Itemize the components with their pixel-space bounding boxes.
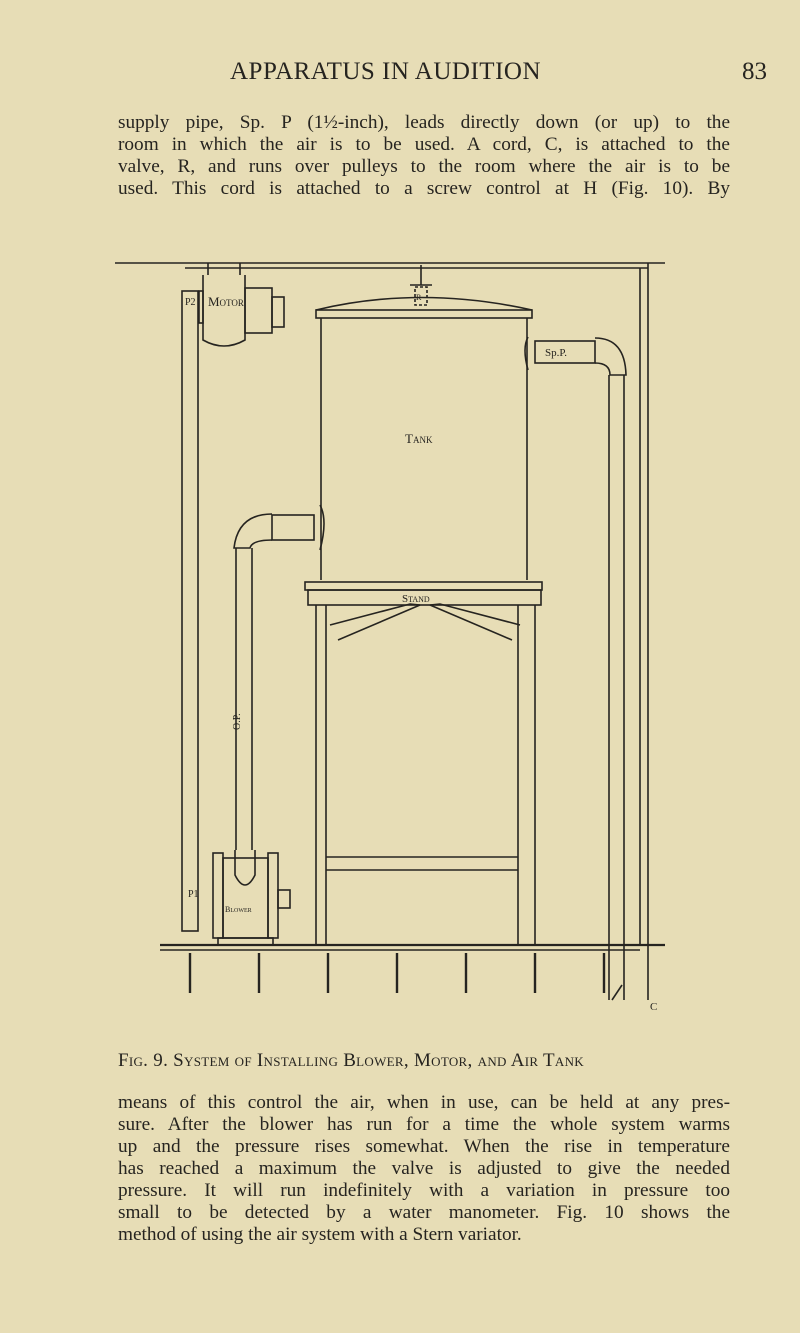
text-line: sure. After the blower has run for a tim…: [118, 1114, 730, 1135]
figure-caption: Fig. 9. System of Installing Blower, Mot…: [118, 1050, 584, 1071]
text-line: supply pipe, Sp. P (1½-inch), leads dire…: [118, 112, 730, 133]
text-line: method of using the air system with a St…: [118, 1224, 522, 1245]
label-tank: Tank: [405, 431, 433, 446]
motor: [198, 263, 285, 347]
running-header: APPARATUS IN AUDITION 83: [0, 58, 800, 92]
stand: [304, 581, 543, 945]
label-r: R: [416, 293, 422, 302]
paragraph-top: supply pipe, Sp. P (1½-inch), leads dire…: [118, 112, 730, 200]
label-supply-pipe: Sp.P.: [545, 347, 567, 359]
label-blower: Blower: [225, 905, 252, 914]
page-number: 83: [742, 58, 767, 85]
label-outlet-pipe: O.P.: [232, 713, 243, 730]
label-stand: Stand: [402, 593, 430, 605]
belt: [181, 290, 199, 932]
supply-pipe: [524, 336, 627, 1000]
text-line: room in which the air is to be used. A c…: [118, 134, 730, 155]
text-line: small to be detected by a water manomete…: [118, 1202, 730, 1223]
cord-end: [611, 984, 623, 1001]
paragraph-bottom: means of this control the air, when in u…: [118, 1092, 730, 1246]
label-cord: C: [650, 1001, 657, 1013]
text-line: has reached a maximum the valve is adjus…: [118, 1158, 730, 1179]
outlet-pipe: [233, 504, 325, 850]
text-line: means of this control the air, when in u…: [118, 1092, 730, 1113]
text-line: up and the pressure rises somewhat. When…: [118, 1136, 730, 1157]
blower: [212, 850, 291, 946]
label-p1: P1: [188, 889, 199, 900]
running-title: APPARATUS IN AUDITION: [230, 58, 542, 85]
tank: [315, 265, 533, 580]
label-motor: Motor: [208, 294, 244, 309]
label-p2: P2: [185, 297, 196, 308]
text-line: used. This cord is attached to a screw c…: [118, 178, 730, 199]
text-line: pressure. It will run indefinitely with …: [118, 1180, 730, 1201]
floor-pegs: [188, 953, 606, 993]
text-line: valve, R, and runs over pulleys to the r…: [118, 156, 730, 177]
